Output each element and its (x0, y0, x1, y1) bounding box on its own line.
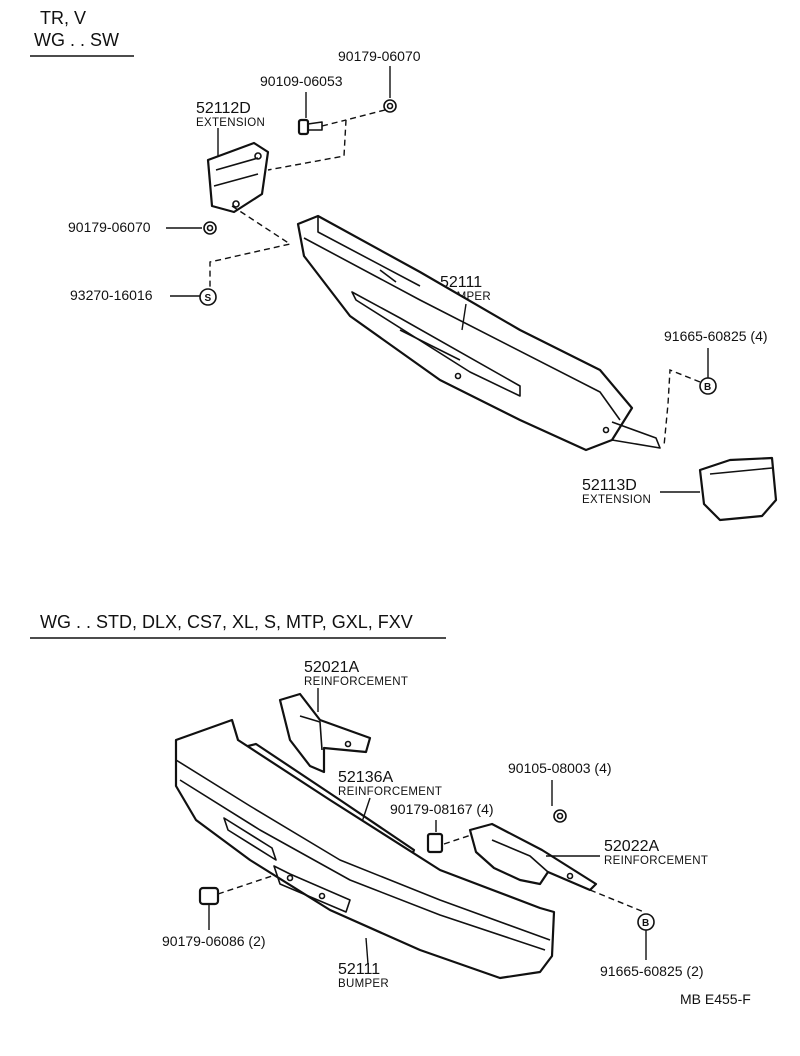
extension-right-part (660, 456, 778, 522)
section1-header-line2: WG . . SW (34, 30, 119, 50)
extension-left-part (206, 128, 270, 214)
footer-code: MB E455-F (680, 991, 751, 1007)
reinforcement-a-part (278, 688, 372, 774)
nut-top-icon (383, 66, 397, 113)
label-ext-left-num: 52112D (196, 100, 251, 117)
leader-bumper1 (461, 303, 467, 331)
label-bolt: 90109-06053 (260, 73, 343, 89)
label-ext-left-name: EXTENSION (196, 117, 265, 129)
label-rivet2: 91665-60825 (2) (600, 963, 704, 979)
nut-lower-icon (198, 875, 273, 930)
bumper-upper-part (296, 214, 661, 452)
label-nut-left: 90179-06070 (68, 219, 151, 235)
clip-symbol-letter: S (205, 293, 212, 304)
label-reinf-a-num: 52021A (304, 659, 359, 676)
label-reinf-c-num: 52022A (604, 838, 659, 855)
rivet-symbol-letter-lower: B (642, 918, 649, 929)
label-bumper1-num: 52111 (440, 274, 482, 291)
label-reinf-b-name: REINFORCEMENT (338, 786, 442, 798)
section1-header-line1: TR, V (40, 8, 86, 28)
nut-left-icon (166, 221, 217, 235)
dash-bolt (321, 119, 347, 127)
label-ext-right-num: 52113D (582, 477, 637, 494)
rivet-b-symbol-lower: B (637, 913, 655, 960)
label-nut2: 90179-08167 (4) (390, 801, 494, 817)
label-bumper2-name: BUMPER (338, 978, 389, 990)
label-bolt2: 90105-08003 (4) (508, 760, 612, 776)
section2-header: WG . . STD, DLX, CS7, XL, S, MTP, GXL, F… (40, 612, 413, 632)
reinforcement-c-part (468, 822, 600, 892)
label-reinf-c-name: REINFORCEMENT (604, 855, 708, 867)
label-nut-lower: 90179-06086 (2) (162, 933, 266, 949)
bumper-lower-part (174, 718, 556, 980)
bolt-icon (297, 92, 323, 136)
dash-nut-to-extension (267, 109, 386, 171)
rivet-symbol-letter-upper: B (704, 382, 711, 393)
dash-extension-to-clip (209, 205, 292, 288)
label-rivet1: 91665-60825 (4) (664, 328, 768, 344)
label-reinf-a-name: REINFORCEMENT (304, 676, 408, 688)
bolt2-icon (551, 780, 567, 823)
label-ext-right-name: EXTENSION (582, 494, 651, 506)
rivet-b-symbol-upper: B (699, 348, 717, 395)
dash-rivet-lower (589, 889, 645, 913)
label-clip: 93270-16016 (70, 287, 153, 303)
clip-symbol: S (170, 288, 217, 306)
label-reinf-b-num: 52136A (338, 769, 393, 786)
label-nut-top: 90179-06070 (338, 48, 421, 64)
dash-rivet-upper (663, 368, 701, 447)
label-bumper2-num: 52111 (338, 961, 380, 978)
